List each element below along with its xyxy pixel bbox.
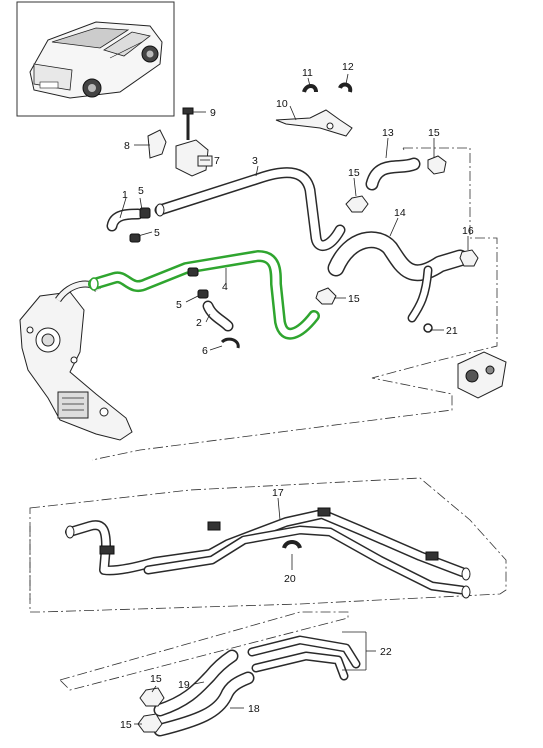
hose-18 xyxy=(137,671,255,737)
hose-14 xyxy=(327,231,469,323)
leader-lines xyxy=(119,73,469,725)
hose-19 xyxy=(153,649,239,717)
callout-15c: 15 xyxy=(348,293,360,305)
clip-20 xyxy=(282,540,302,549)
callout-5b: 5 xyxy=(154,227,160,239)
hose-13 xyxy=(365,157,421,191)
car-thumbnail xyxy=(16,1,175,117)
pump-unit xyxy=(457,351,507,399)
hose-4-highlighted xyxy=(88,250,320,340)
assembly-outlines xyxy=(29,147,507,691)
callout-5c: 5 xyxy=(176,299,182,311)
hose-3 xyxy=(154,167,346,251)
callout-15b: 15 xyxy=(348,167,360,179)
callout-13: 13 xyxy=(382,127,394,139)
callout-7: 7 xyxy=(214,155,220,167)
callout-4: 4 xyxy=(222,281,228,293)
callout-10: 10 xyxy=(276,98,288,110)
callout-15d: 15 xyxy=(150,673,162,685)
pipe-set-22 xyxy=(247,635,361,681)
hose-1 xyxy=(106,208,144,232)
callout-16: 16 xyxy=(462,225,474,237)
callout-2: 2 xyxy=(196,317,202,329)
callout-22: 22 xyxy=(380,646,392,658)
callouts: 1 2 3 4 5 5 5 6 7 8 9 10 11 12 13 14 15 … xyxy=(120,61,474,731)
pipe-assembly-17 xyxy=(65,507,471,599)
hose-2 xyxy=(202,300,234,332)
callout-20: 20 xyxy=(284,573,296,585)
callout-21: 21 xyxy=(446,325,458,337)
callout-15a: 15 xyxy=(428,127,440,139)
callout-17: 17 xyxy=(272,487,284,499)
callout-18: 18 xyxy=(248,703,260,715)
callout-11: 11 xyxy=(302,67,313,79)
valve-assembly xyxy=(147,82,353,177)
callout-1: 1 xyxy=(122,189,128,201)
engine-block xyxy=(19,280,133,441)
clamps xyxy=(129,155,479,349)
callout-3: 3 xyxy=(252,155,258,167)
callout-5a: 5 xyxy=(138,185,144,197)
callout-9: 9 xyxy=(210,107,216,119)
callout-6: 6 xyxy=(202,345,208,357)
callout-19: 19 xyxy=(178,679,190,691)
callout-14: 14 xyxy=(394,207,406,219)
callout-12: 12 xyxy=(342,61,354,73)
callout-15e: 15 xyxy=(120,719,132,731)
callout-8: 8 xyxy=(124,140,130,152)
